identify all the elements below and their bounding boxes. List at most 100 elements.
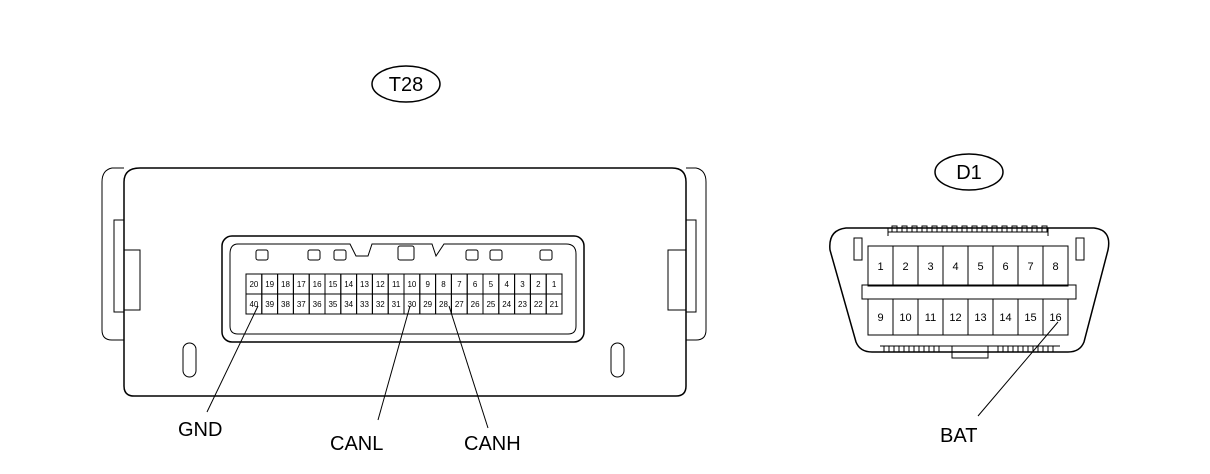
d1-tooth <box>923 345 930 353</box>
t28-pin-number: 4 <box>504 280 509 289</box>
d1-tooth <box>1047 345 1054 353</box>
t28-id-label: T28 <box>389 74 423 96</box>
d1-pin-number: 6 <box>1002 261 1008 273</box>
d1-tooth <box>1027 345 1034 353</box>
t28-pin-number: 6 <box>473 280 478 289</box>
t28-pin-face-inner <box>229 243 577 335</box>
d1-tooth <box>1001 225 1008 233</box>
t28-pin-number: 26 <box>471 300 480 309</box>
t28-pin-number: 22 <box>534 300 543 309</box>
d1-right-key <box>1075 237 1085 261</box>
d1-pin-number: 4 <box>952 261 958 273</box>
d1-tooth <box>971 225 978 233</box>
t28-pin-number: 24 <box>502 300 511 309</box>
t28-pin-number: 2 <box>536 280 541 289</box>
t28-pin-number: 38 <box>281 300 290 309</box>
d1-tooth <box>991 225 998 233</box>
d1-tooth <box>891 225 898 233</box>
d1-tooth <box>933 345 940 353</box>
t28-key <box>539 249 553 261</box>
d1-divider <box>861 284 1077 300</box>
t28-housing <box>123 167 687 397</box>
t28-right-flange <box>686 167 707 341</box>
d1-tooth <box>941 225 948 233</box>
t28-key <box>307 249 321 261</box>
t28-pin-number: 25 <box>486 300 495 309</box>
d1-tooth <box>901 225 908 233</box>
d1-pin-number: 1 <box>877 261 883 273</box>
t28-key <box>465 249 479 261</box>
d1-tooth <box>903 345 910 353</box>
d1-pin-cell <box>1042 298 1069 336</box>
t28-pin-number: 15 <box>328 280 337 289</box>
d1-pin-number: 5 <box>977 261 983 273</box>
d1-tooth <box>1037 345 1044 353</box>
d1-pin-number: 3 <box>927 261 933 273</box>
d1-tooth <box>997 345 1004 353</box>
t28-pin-number: 11 <box>392 280 401 289</box>
t28-pin-number: 32 <box>376 300 385 309</box>
t28-pin-number: 1 <box>552 280 557 289</box>
t28-pin-number: 31 <box>392 300 401 309</box>
t28-pin-number: 12 <box>376 280 385 289</box>
d1-pin-number: 14 <box>999 312 1011 324</box>
t28-pin-number: 36 <box>313 300 322 309</box>
t28-pin-number: 27 <box>455 300 464 309</box>
t28-right-latch <box>685 219 697 313</box>
d1-housing <box>829 227 1110 353</box>
t28-pin-number: 30 <box>407 300 416 309</box>
t28-pin-number: 29 <box>423 300 432 309</box>
t28-left-latch <box>113 219 125 313</box>
t28-pin-number: 3 <box>520 280 525 289</box>
d1-pin-number: 13 <box>974 312 986 324</box>
d1-tooth <box>883 345 890 353</box>
d1-pin-cell <box>1042 245 1069 287</box>
t28-pin-number: 9 <box>425 280 430 289</box>
d1-tooth <box>981 225 988 233</box>
t28-pin-number: 17 <box>297 280 306 289</box>
t28-pin-number: 18 <box>281 280 290 289</box>
d1-id-oval <box>934 153 1004 191</box>
d1-tooth <box>1041 225 1048 233</box>
bat-label: BAT <box>940 425 977 447</box>
canl-callout-line <box>377 305 411 421</box>
t28-pin-number: 20 <box>249 280 258 289</box>
d1-tooth <box>931 225 938 233</box>
d1-pin-number: 8 <box>1052 261 1058 273</box>
t28-pin-number: 28 <box>439 300 448 309</box>
d1-tooth <box>1017 345 1024 353</box>
canh-callout-line <box>448 305 489 429</box>
t28-key <box>255 249 269 261</box>
canl-label: CANL <box>330 433 383 455</box>
t28-pin-number: 39 <box>265 300 274 309</box>
d1-tooth <box>1007 345 1014 353</box>
t28-key <box>397 245 415 261</box>
t28-pin-number: 33 <box>360 300 369 309</box>
d1-pin-number: 15 <box>1024 312 1036 324</box>
d1-tooth <box>1011 225 1018 233</box>
t28-pin-number: 19 <box>265 280 274 289</box>
t28-id-oval <box>371 65 441 103</box>
t28-pin-number: 23 <box>518 300 527 309</box>
d1-tooth <box>951 225 958 233</box>
d1-tooth <box>911 225 918 233</box>
d1-pin-number: 10 <box>899 312 911 324</box>
d1-left-key <box>853 237 863 261</box>
t28-pin-number: 8 <box>441 280 446 289</box>
d1-pin-number: 11 <box>925 312 936 324</box>
t28-pin-number: 14 <box>344 280 353 289</box>
t28-pin-number: 40 <box>249 300 258 309</box>
t28-pin-number: 5 <box>489 280 494 289</box>
t28-key <box>489 249 503 261</box>
gnd-callout-line <box>206 305 259 413</box>
d1-pin-number: 2 <box>902 261 908 273</box>
d1-top-teeth <box>891 225 1048 233</box>
t28-key <box>333 249 347 261</box>
d1-id-label: D1 <box>956 162 982 184</box>
t28-pin-number: 34 <box>344 300 353 309</box>
